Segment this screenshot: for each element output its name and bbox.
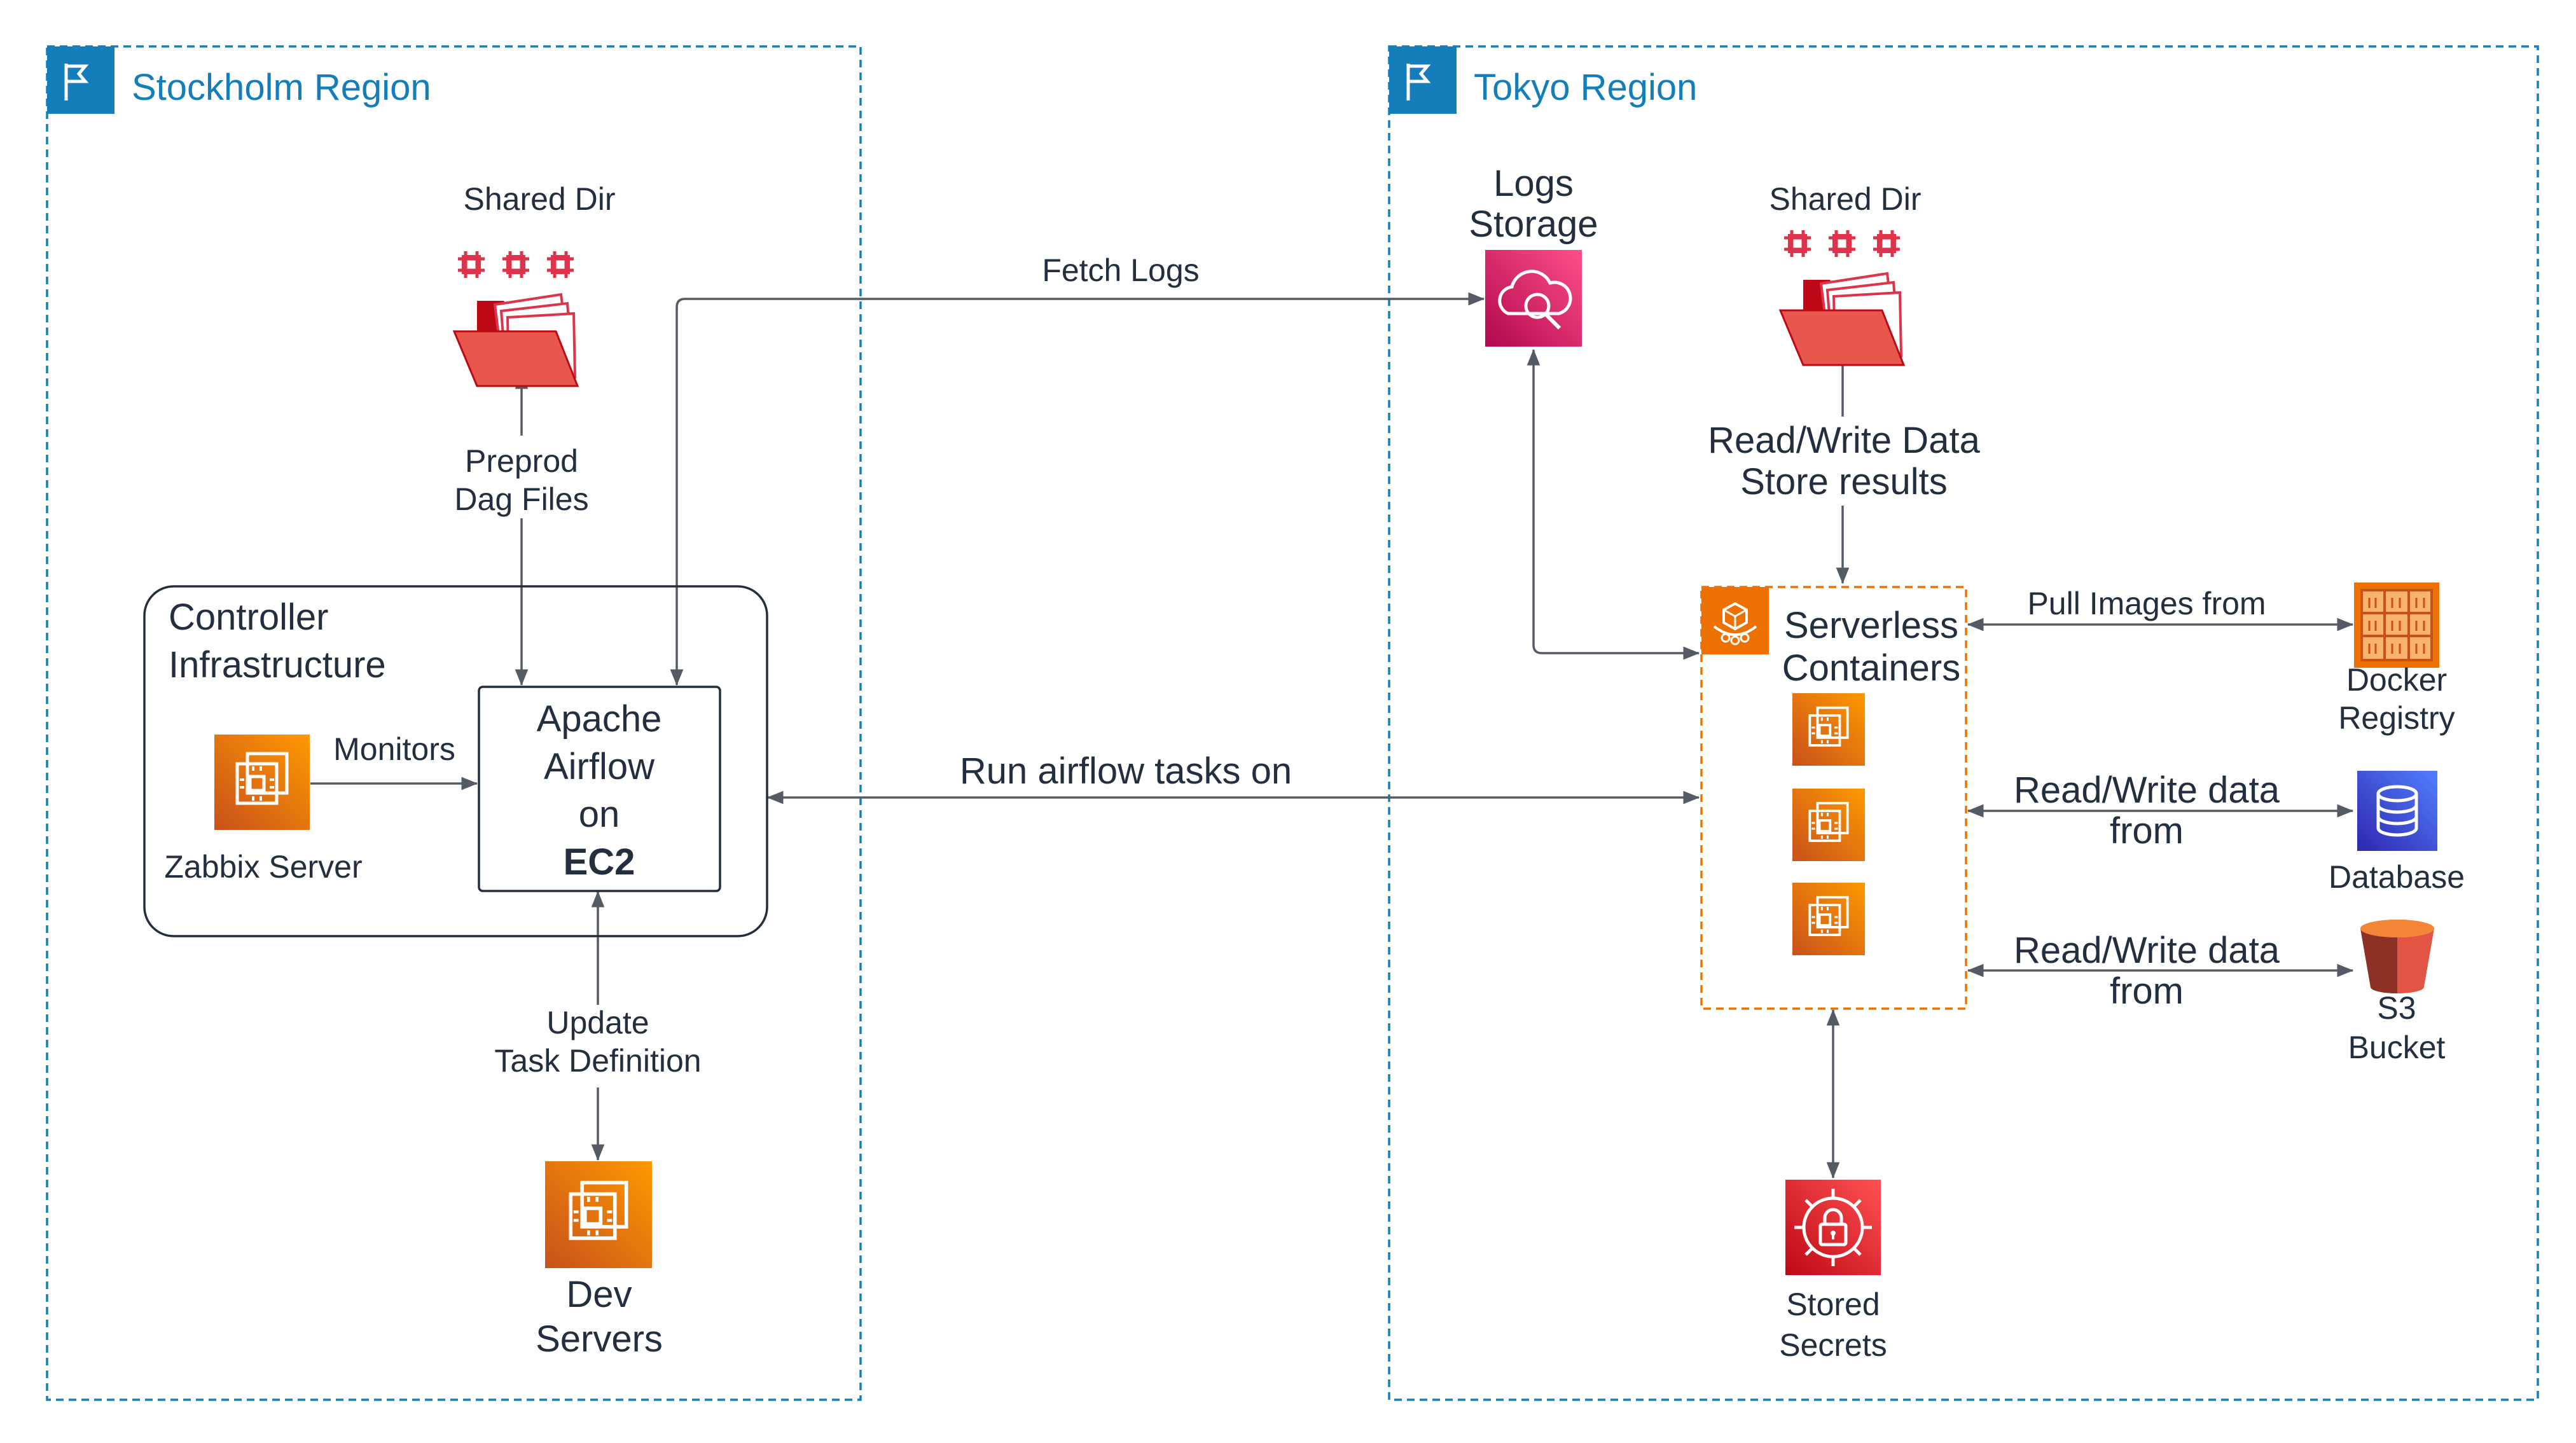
rw-data-label-line2: Store results xyxy=(1740,461,1948,502)
secrets-line1: Stored xyxy=(1786,1287,1880,1322)
logs-line2: Storage xyxy=(1469,204,1598,245)
controller-label-line2: Infrastructure xyxy=(169,644,386,686)
s3-bucket-icon xyxy=(2360,920,2434,993)
container-instance-1[interactable] xyxy=(1792,693,1865,766)
db-rw-label-line2: from xyxy=(2110,810,2184,852)
s3-line2: Bucket xyxy=(2348,1030,2446,1065)
fargate-icon xyxy=(1701,587,1769,654)
airflow-line1: Apache xyxy=(537,698,662,740)
shared-dir-tokyo-label: Shared Dir xyxy=(1769,181,1922,217)
tokyo-region: Tokyo Region xyxy=(1388,45,2539,1401)
zabbix-server-node[interactable]: Zabbix Server xyxy=(164,735,363,885)
serverless-line1: Serverless xyxy=(1784,605,1958,646)
logs-line1: Logs xyxy=(1493,163,1574,204)
pull-images-label: Pull Images from xyxy=(2027,586,2266,621)
region-title-stockholm: Stockholm Region xyxy=(132,67,431,108)
serverless-containers-group[interactable]: Serverless Containers xyxy=(1700,586,1967,1010)
shared-folder-icon xyxy=(454,251,578,386)
dag-files-label: Dag Files xyxy=(454,481,588,517)
database-label: Database xyxy=(2329,859,2465,895)
connector-fetch-logs xyxy=(670,292,1485,686)
cloud-search-icon xyxy=(1485,250,1582,347)
ec2-instance-icon xyxy=(1792,883,1865,955)
airflow-line3: on xyxy=(579,794,620,835)
run-tasks-label: Run airflow tasks on xyxy=(960,750,1292,792)
s3-rw-label-line2: from xyxy=(2110,970,2184,1012)
database-icon xyxy=(2357,771,2437,851)
stored-secrets-node[interactable]: Stored Secrets xyxy=(1779,1180,1887,1363)
rw-data-label-line1: Read/Write Data xyxy=(1708,420,1980,461)
container-registry-icon xyxy=(2354,583,2439,668)
s3-line1: S3 xyxy=(2377,990,2416,1026)
flag-icon xyxy=(1389,46,1457,114)
connector-logs xyxy=(1527,349,1700,660)
secrets-manager-icon xyxy=(1785,1180,1881,1275)
preprod-label: Preprod xyxy=(465,443,578,479)
update-label-line2: Task Definition xyxy=(494,1043,701,1079)
update-label-line1: Update xyxy=(546,1005,649,1040)
ec2-instance-icon xyxy=(545,1161,652,1268)
s3-rw-label-line1: Read/Write data xyxy=(2014,930,2280,971)
fetch-logs-label: Fetch Logs xyxy=(1042,252,1199,288)
controller-label-line1: Controller xyxy=(169,597,328,638)
container-instance-3[interactable] xyxy=(1792,883,1865,955)
ec2-instance-icon xyxy=(1792,693,1865,766)
flag-icon xyxy=(47,46,114,114)
monitors-label: Monitors xyxy=(333,731,455,767)
docker-line2: Registry xyxy=(2338,700,2455,736)
container-instance-2[interactable] xyxy=(1792,789,1865,861)
dev-servers-line1: Dev xyxy=(566,1274,632,1315)
preprod-line1: Preprod xyxy=(465,443,578,479)
database-node[interactable]: Database xyxy=(2329,771,2465,895)
secrets-line2: Secrets xyxy=(1779,1327,1887,1363)
dev-servers-line2: Servers xyxy=(536,1318,663,1360)
preprod-line2: Dag Files xyxy=(454,481,588,517)
stockholm-region: Stockholm Region xyxy=(46,45,862,1401)
shared-dir-label: Shared Dir xyxy=(464,181,616,217)
s3-bucket-node[interactable]: S3 Bucket xyxy=(2348,920,2446,1065)
airflow-node[interactable]: Apache Airflow on EC2 xyxy=(478,686,721,892)
zabbix-label: Zabbix Server xyxy=(164,849,362,885)
ec2-instance-icon xyxy=(214,735,310,830)
controller-infrastructure-group: Controller Infrastructure xyxy=(143,585,768,937)
docker-line1: Docker xyxy=(2346,662,2447,698)
region-title-tokyo: Tokyo Region xyxy=(1474,67,1697,108)
dev-servers-node[interactable]: Dev Servers xyxy=(536,1161,663,1360)
db-rw-label-line1: Read/Write data xyxy=(2014,770,2280,811)
docker-registry-node[interactable]: Docker Registry xyxy=(2338,583,2455,736)
serverless-line2: Containers xyxy=(1782,647,1960,689)
shared-folder-icon xyxy=(1780,230,1904,365)
logs-storage-node[interactable]: Logs Storage xyxy=(1469,163,1598,347)
airflow-line4: EC2 xyxy=(564,841,635,883)
ec2-instance-icon xyxy=(1792,789,1865,861)
airflow-line2: Airflow xyxy=(544,746,655,787)
